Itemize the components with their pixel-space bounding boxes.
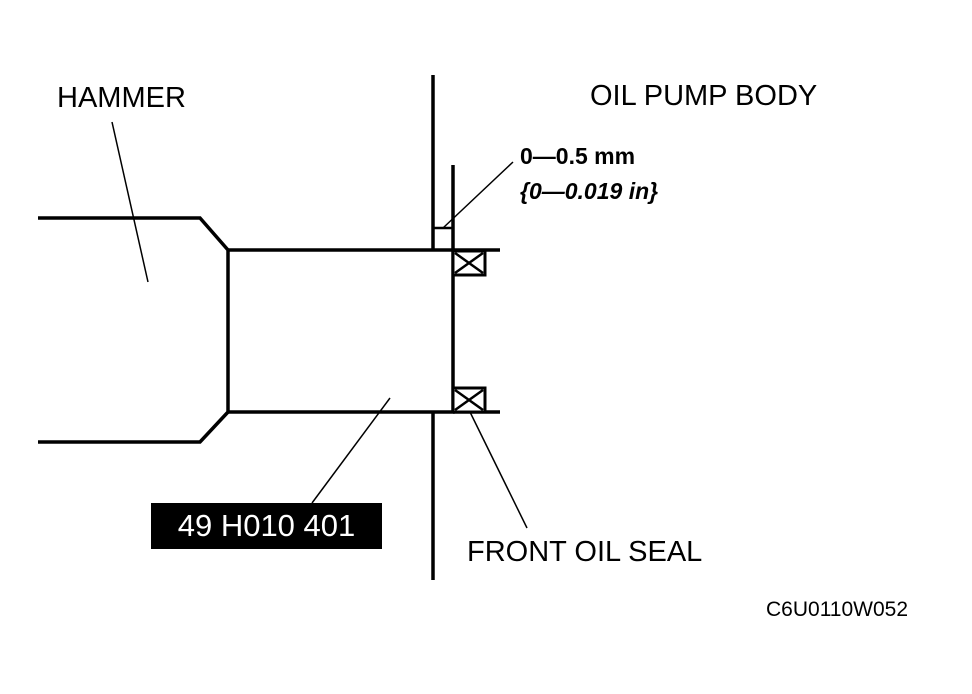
clearance-leader-line: [442, 161, 514, 229]
seal-upper-cross-2: [454, 251, 484, 275]
clearance-imperial-label: {0—0.019 in}: [520, 178, 659, 204]
hammer-outline: [38, 216, 230, 444]
front-oil-seal-leader-line: [469, 411, 528, 529]
installer-tool-outline: [228, 248, 455, 414]
clearance-metric-label: 0—0.5 mm: [520, 143, 636, 169]
figure-code-label: C6U0110W052: [766, 598, 909, 621]
hammer-label: HAMMER: [57, 82, 186, 114]
tool-number-label: 49 H010 401: [151, 503, 382, 549]
front-oil-seal-label: FRONT OIL SEAL: [467, 536, 703, 568]
seal-lower-cross-2: [454, 388, 484, 412]
tool-leader-line: [311, 397, 391, 504]
oil-pump-body-label: OIL PUMP BODY: [590, 80, 818, 112]
hammer-leader-line: [111, 121, 149, 283]
